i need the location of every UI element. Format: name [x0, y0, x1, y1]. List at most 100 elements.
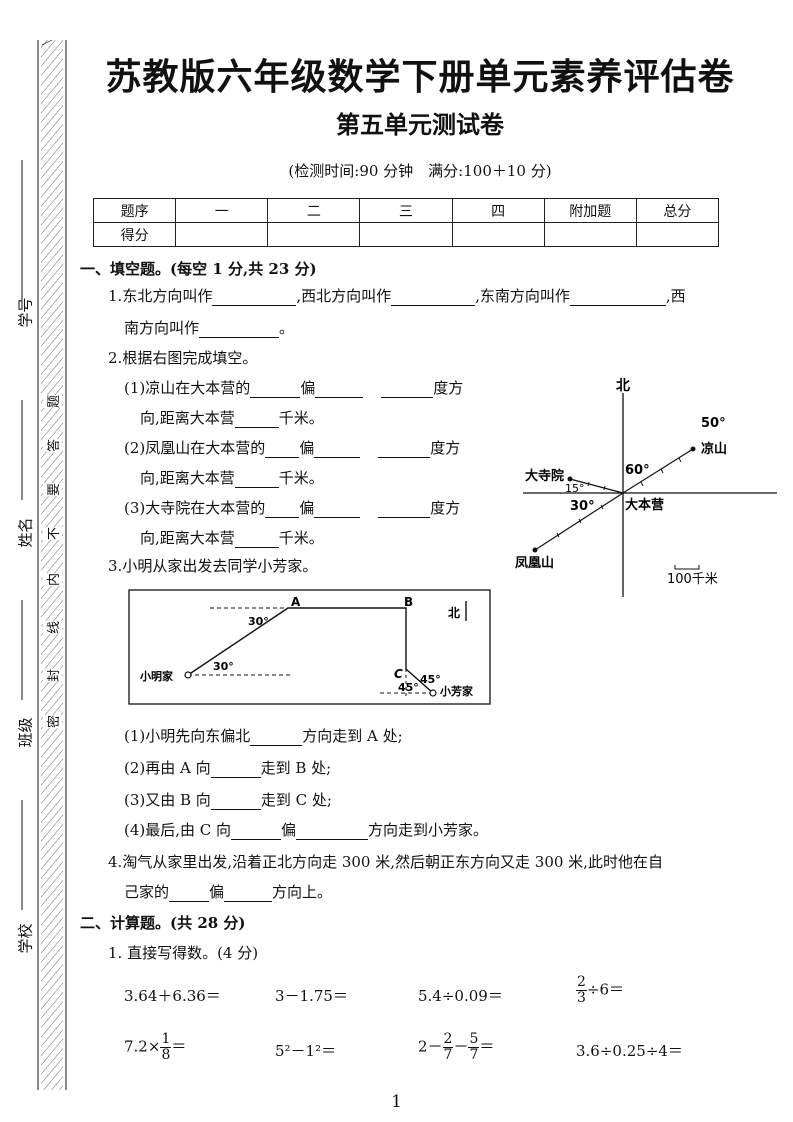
- question-number: 3.: [108, 557, 123, 575]
- point-a-label: A: [291, 595, 301, 609]
- calc-item: 3－1.75＝: [275, 987, 348, 1005]
- answer-blank[interactable]: [169, 885, 210, 902]
- base-label: 大本营: [625, 497, 664, 513]
- fraction-denominator: 3: [577, 990, 586, 1006]
- answer-blank[interactable]: [210, 761, 261, 778]
- scale-bar: [674, 565, 700, 570]
- answer-blank[interactable]: [381, 381, 434, 398]
- question-text: 小明从家出发去同学小芳家。: [122, 557, 318, 575]
- answer-blank[interactable]: [234, 411, 279, 428]
- score-table-header-row: 题序 一 二 三 四 附加题 总分: [92, 198, 720, 223]
- fang-label: 小芳家: [439, 684, 474, 698]
- question-text: (3)大寺院在大本营的: [124, 499, 266, 517]
- calc-text: 2－: [418, 1037, 443, 1056]
- seal-char: 要: [43, 482, 63, 497]
- point-b-label: B: [404, 595, 413, 609]
- answer-blank[interactable]: [210, 793, 261, 810]
- question-text: (4)最后,由 C 向: [124, 821, 232, 839]
- score-header-cell: 题序: [92, 198, 177, 223]
- question-2-item-2-line-2: 向,距离大本营千米。: [140, 468, 324, 488]
- answer-blank[interactable]: [314, 441, 361, 458]
- fraction-numerator: 1: [160, 1031, 172, 1048]
- score-cell[interactable]: [451, 222, 545, 247]
- calc-text: ＝: [479, 1037, 495, 1056]
- binding-lines: [21, 40, 67, 1090]
- question-text: 偏: [281, 821, 297, 839]
- answer-blank[interactable]: [314, 501, 361, 518]
- north-label: 北: [448, 605, 460, 620]
- question-text: (2)再由 A 向: [124, 759, 211, 777]
- question-1-line-1: 1.东北方向叫作,西北方向叫作,东南方向叫作,西: [108, 286, 686, 306]
- answer-blank[interactable]: [378, 501, 431, 518]
- answer-blank[interactable]: [296, 823, 369, 840]
- score-cell[interactable]: [635, 222, 720, 247]
- question-text: 向,距离大本营: [140, 529, 235, 547]
- seal-char: 线: [43, 620, 63, 635]
- score-header-cell: 四: [451, 198, 545, 223]
- seal-char: 密: [43, 714, 63, 729]
- question-text: 向,距离大本营: [140, 469, 235, 487]
- seal-char: 题: [43, 394, 63, 409]
- seal-char: 答: [43, 438, 63, 453]
- seal-char: 不: [43, 526, 63, 541]
- answer-blank[interactable]: [391, 289, 476, 306]
- route-path: [187, 607, 434, 694]
- question-text: 度方: [430, 499, 461, 517]
- binding-strip: 学号 姓名 班级 学校 题 答 要 不 内 线 封 密: [8, 40, 70, 1090]
- answer-blank[interactable]: [265, 441, 300, 458]
- scale-label: 100千米: [667, 572, 718, 587]
- page-title: 苏教版六年级数学下册单元素养评估卷: [105, 57, 735, 98]
- seal-char: 内: [43, 572, 63, 587]
- calc-text: －: [453, 1037, 469, 1056]
- question-text: 己家的: [124, 883, 170, 901]
- question-number: 1.: [108, 287, 123, 305]
- answer-blank[interactable]: [250, 381, 301, 398]
- score-cell[interactable]: [175, 222, 269, 247]
- section-2-title: 二、计算题。(共 28 分): [80, 914, 246, 932]
- score-cell[interactable]: [267, 222, 361, 247]
- question-text: 偏: [300, 379, 316, 397]
- north-label: 北: [616, 378, 630, 394]
- score-row-label: 得分: [92, 222, 177, 247]
- score-cell[interactable]: [359, 222, 453, 247]
- question-2-intro: 2.根据右图完成填空。: [108, 348, 257, 368]
- answer-blank[interactable]: [231, 823, 282, 840]
- answer-blank[interactable]: [234, 531, 279, 548]
- question-text: 偏: [209, 883, 225, 901]
- class-label: 班级: [16, 717, 35, 748]
- calc-item: 5²－1²＝: [275, 1042, 337, 1060]
- calc-item: 3.64＋6.36＝: [124, 987, 221, 1005]
- seal-char: 封: [43, 668, 63, 683]
- student-no-label: 学号: [16, 297, 35, 328]
- answer-blank[interactable]: [378, 441, 431, 458]
- question-text: 偏: [299, 439, 315, 457]
- score-header-cell: 附加题: [543, 198, 637, 223]
- answer-blank[interactable]: [265, 501, 300, 518]
- answer-blank[interactable]: [315, 381, 364, 398]
- answer-blank[interactable]: [199, 321, 280, 338]
- liangshan-label: 凉山: [701, 441, 727, 457]
- answer-blank[interactable]: [569, 289, 666, 306]
- answer-blank[interactable]: [224, 885, 273, 902]
- question-4-line-1: 4.淘气从家里出发,沿着正北方向走 300 米,然后朝正东方向又走 300 米,…: [108, 852, 663, 872]
- angle-label: 30°: [248, 615, 269, 628]
- question-text: 偏: [299, 499, 315, 517]
- score-cell[interactable]: [543, 222, 637, 247]
- angle-label: 15°: [565, 482, 585, 495]
- answer-blank[interactable]: [250, 729, 303, 746]
- calc-text: ＝: [171, 1037, 187, 1056]
- question-text: 方向走到小芳家。: [368, 821, 489, 839]
- question-4-line-2: 己家的偏方向上。: [124, 882, 332, 902]
- score-table: 题序 一 二 三 四 附加题 总分 得分: [92, 198, 720, 247]
- answer-blank[interactable]: [212, 289, 297, 306]
- score-header-cell: 一: [175, 198, 269, 223]
- answer-blank[interactable]: [234, 471, 279, 488]
- home-label: 小明家: [139, 669, 174, 683]
- question-text: ,东南方向叫作: [475, 287, 570, 305]
- question-text: 向,距离大本营: [140, 409, 235, 427]
